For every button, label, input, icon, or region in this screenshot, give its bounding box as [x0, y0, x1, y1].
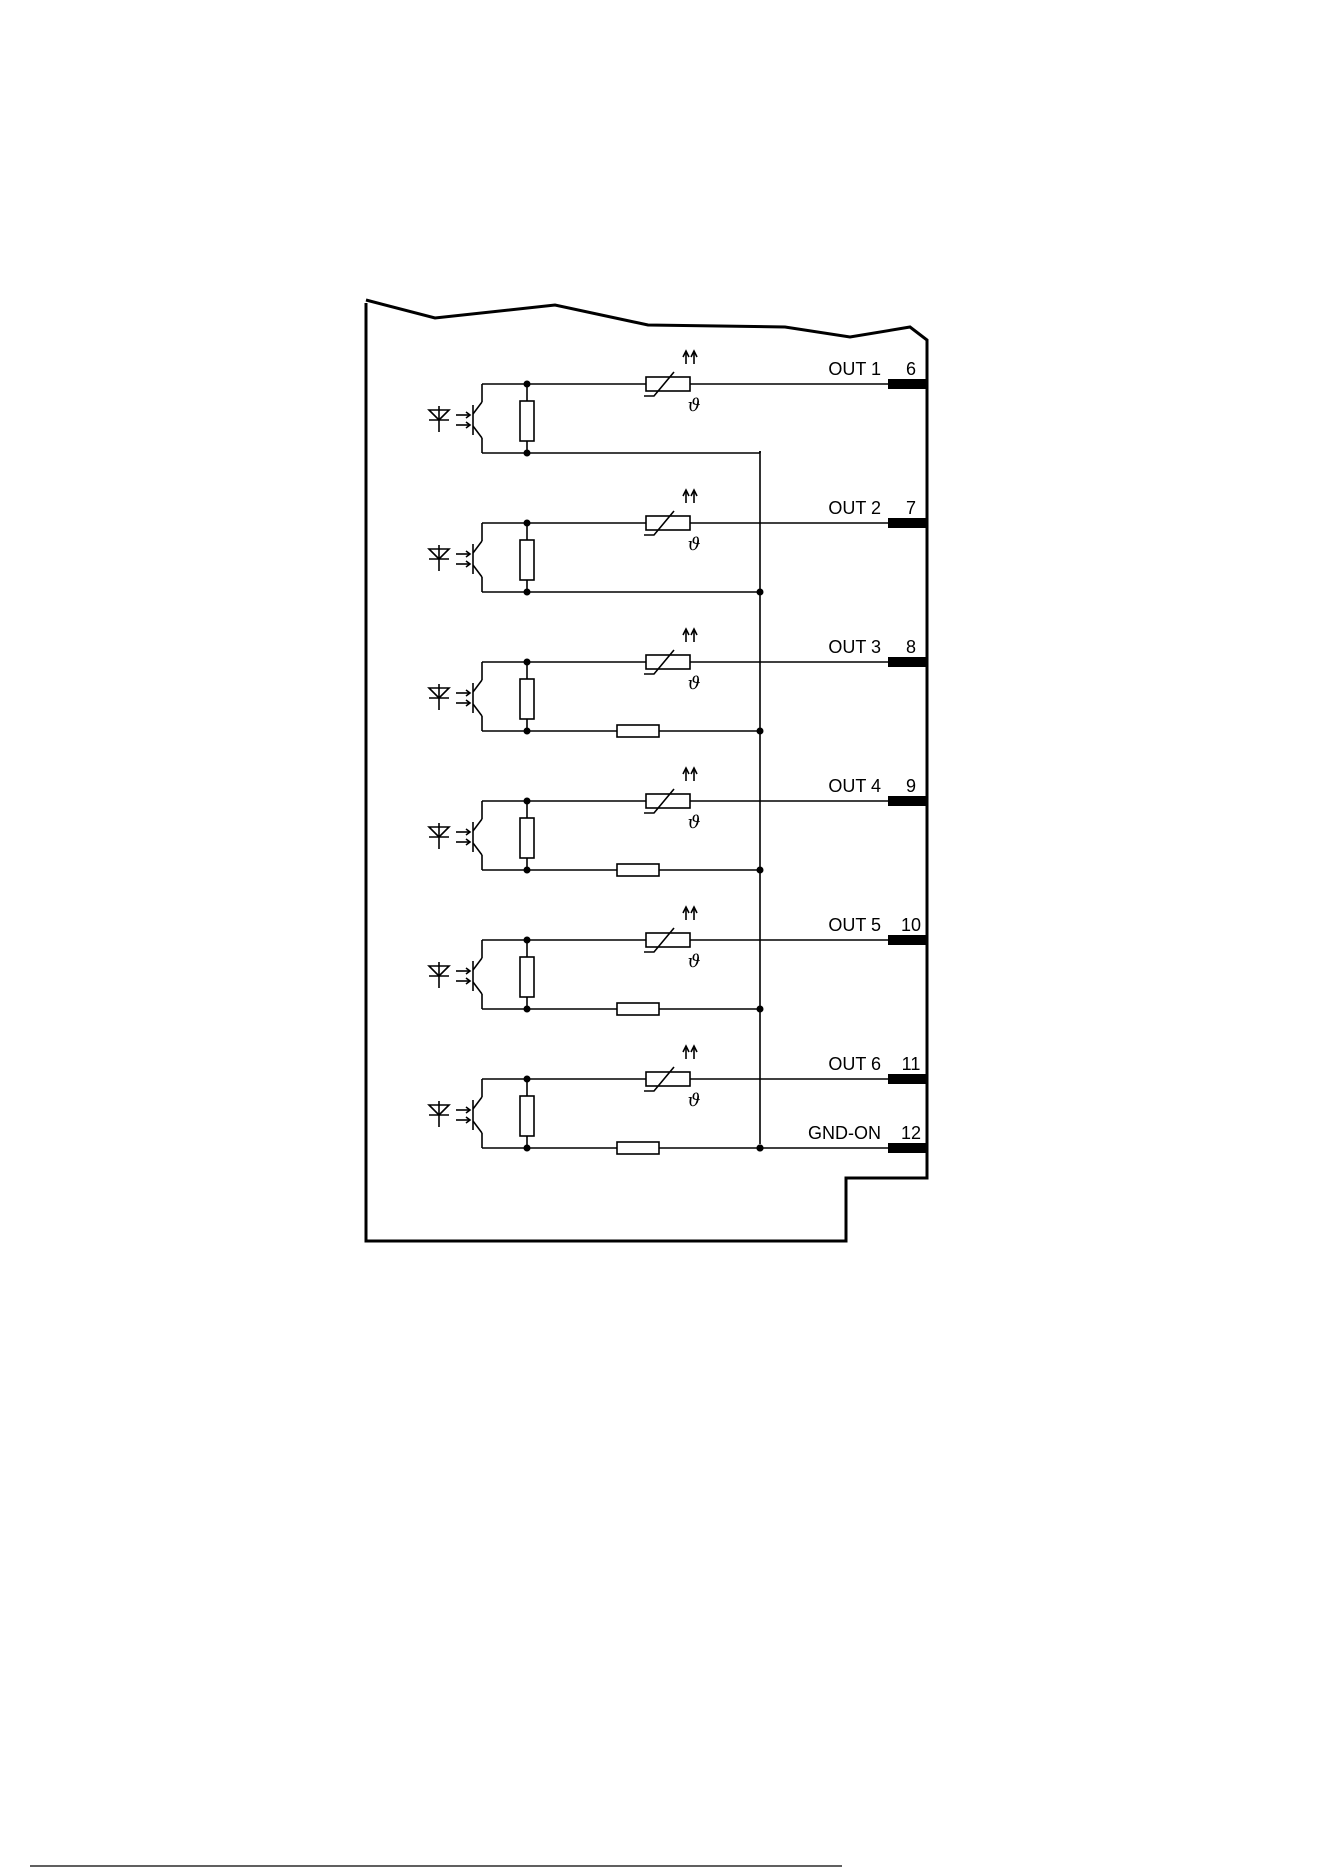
resistor-icon: [520, 679, 534, 719]
transistor-emitter: [473, 565, 482, 577]
channel-pin-number: 7: [906, 498, 916, 518]
transistor-emitter: [473, 1121, 482, 1133]
channel-5: ϑ OUT 5 10: [429, 907, 927, 1015]
transistor-collector: [473, 819, 482, 831]
channel-label: OUT 4: [828, 776, 881, 796]
junction-dot: [757, 1006, 764, 1013]
transistor-collector: [473, 541, 482, 553]
channel-label: OUT 6: [828, 1054, 881, 1074]
channel-pin-number: 10: [901, 915, 921, 935]
terminal-block-icon: [888, 657, 927, 667]
channel-pin-number: 9: [906, 776, 916, 796]
channel-label: OUT 5: [828, 915, 881, 935]
ptc-theta-label: ϑ: [688, 395, 701, 416]
junction-dot: [757, 867, 764, 874]
resistor-icon: [617, 864, 659, 876]
terminal-block-icon: [888, 796, 927, 806]
channel-4: ϑ OUT 4 9: [429, 768, 927, 876]
junction-dot: [524, 520, 531, 527]
resistor-icon: [520, 1096, 534, 1136]
resistor-icon: [520, 540, 534, 580]
resistor-icon: [520, 401, 534, 441]
transistor-emitter: [473, 426, 482, 438]
channel-pin-number: 11: [902, 1054, 921, 1074]
terminal-block-icon: [888, 518, 927, 528]
junction-dot: [524, 798, 531, 805]
channel-pin-number: 8: [906, 637, 916, 657]
channel-label: OUT 3: [828, 637, 881, 657]
ptc-theta-label: ϑ: [688, 673, 701, 694]
ptc-theta-label: ϑ: [688, 951, 701, 972]
junction-dot: [524, 659, 531, 666]
ptc-theta-label: ϑ: [688, 534, 701, 555]
optocoupler-icon: [429, 541, 482, 577]
terminal-block-icon: [888, 935, 927, 945]
terminal-block-icon: [888, 1074, 927, 1084]
channel-2: ϑ OUT 2 7: [429, 490, 927, 596]
channel-1: ϑ OUT 1 6: [429, 351, 927, 457]
optocoupler-icon: [429, 1097, 482, 1133]
transistor-emitter: [473, 982, 482, 994]
resistor-icon: [617, 1142, 659, 1154]
optocoupler-icon: [429, 680, 482, 716]
ptc-theta-label: ϑ: [688, 1090, 701, 1111]
junction-dot: [524, 937, 531, 944]
channel-3: ϑ OUT 3 8: [429, 629, 927, 737]
resistor-icon: [617, 1003, 659, 1015]
optocoupler-icon: [429, 819, 482, 855]
transistor-collector: [473, 958, 482, 970]
junction-dot: [524, 381, 531, 388]
terminal-block-icon: [888, 379, 927, 389]
resistor-icon: [520, 957, 534, 997]
junction-dot: [524, 1076, 531, 1083]
enclosure-outline: [366, 300, 927, 1241]
terminal-block-icon: [888, 1143, 927, 1153]
gnd-pin-number: 12: [901, 1123, 921, 1143]
junction-dot: [757, 728, 764, 735]
junction-dot: [757, 1145, 764, 1152]
optocoupler-icon: [429, 958, 482, 994]
transistor-emitter: [473, 704, 482, 716]
junction-dot: [757, 589, 764, 596]
channel-label: OUT 2: [828, 498, 881, 518]
transistor-emitter: [473, 843, 482, 855]
resistor-icon: [617, 725, 659, 737]
channel-pin-number: 6: [906, 359, 916, 379]
gnd-label: GND-ON: [808, 1123, 881, 1143]
resistor-icon: [520, 818, 534, 858]
ground-row: GND-ON 12: [757, 1123, 928, 1153]
ptc-theta-label: ϑ: [688, 812, 701, 833]
transistor-collector: [473, 680, 482, 692]
channel-label: OUT 1: [828, 359, 881, 379]
transistor-collector: [473, 402, 482, 414]
transistor-collector: [473, 1097, 482, 1109]
optocoupler-icon: [429, 402, 482, 438]
